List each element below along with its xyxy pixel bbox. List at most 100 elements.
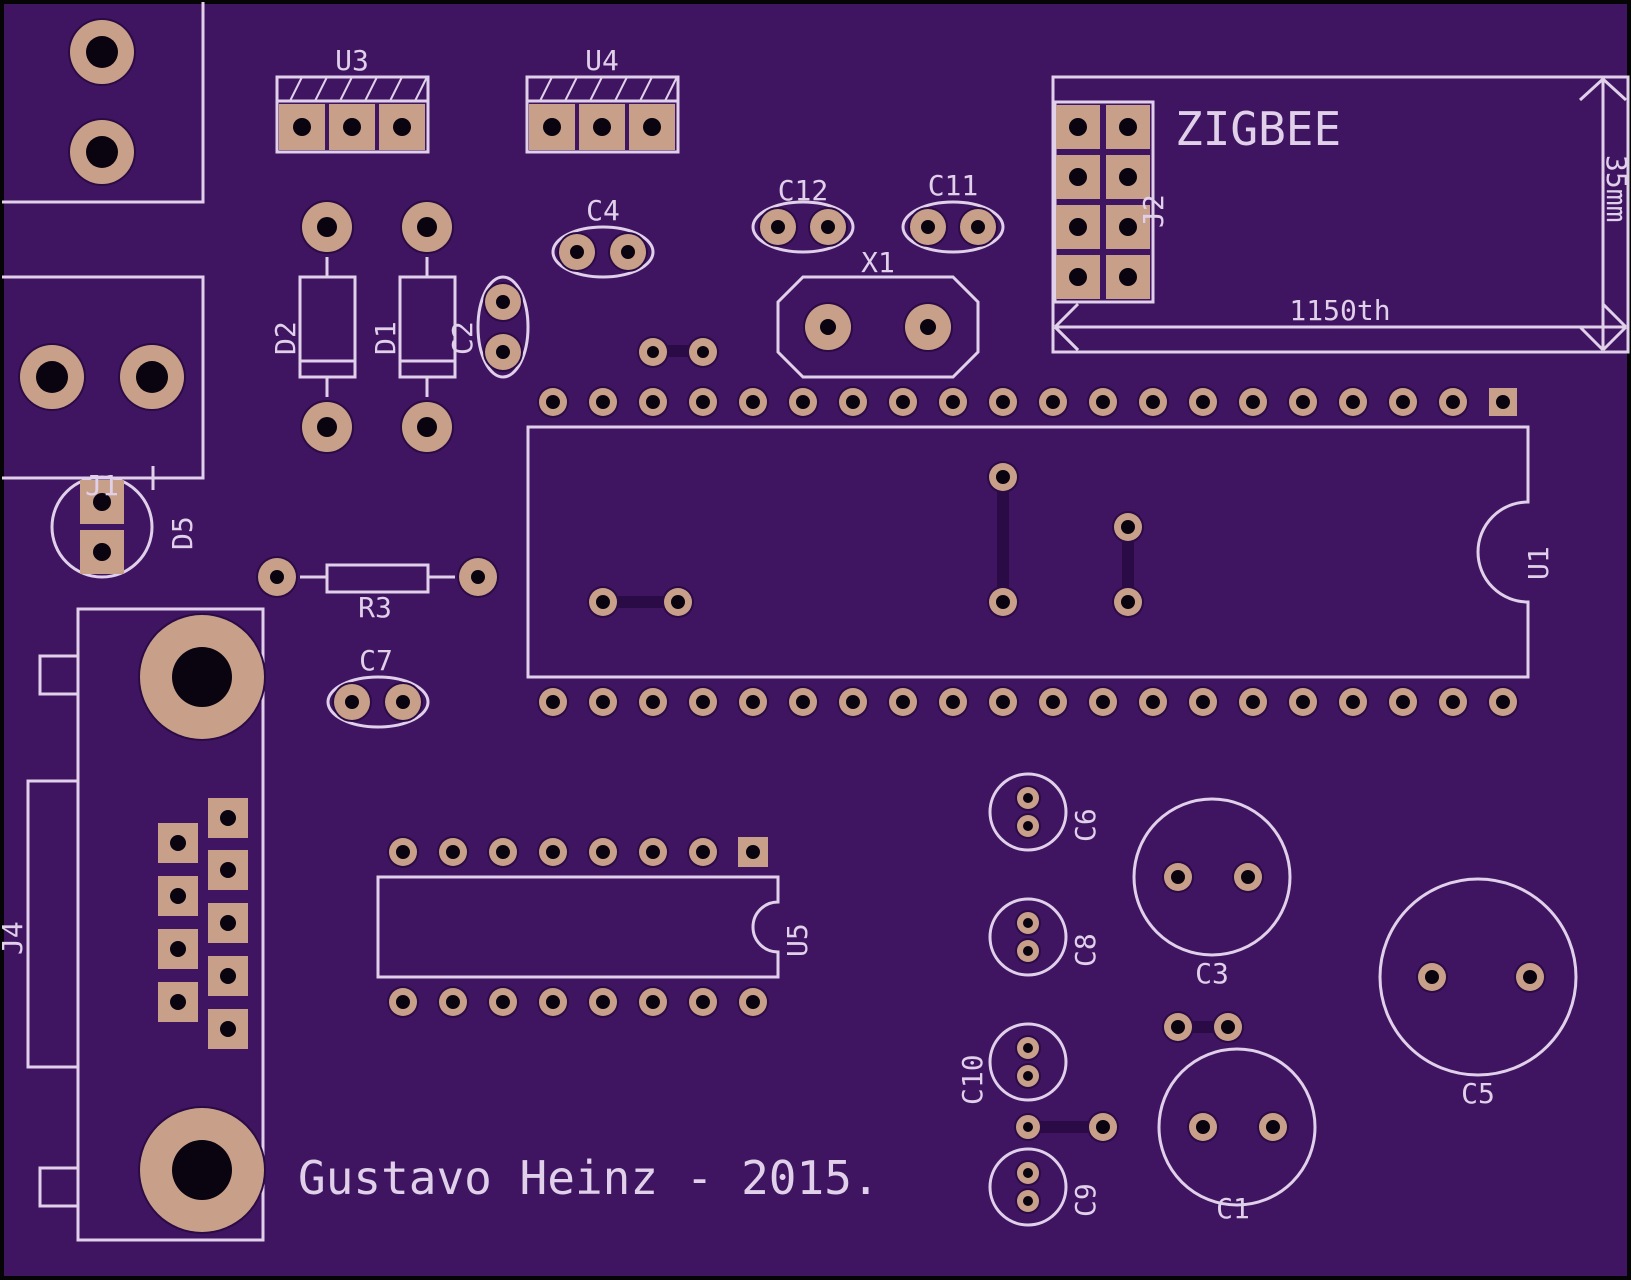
drill-hole (172, 1140, 232, 1200)
drill-hole (293, 118, 311, 136)
label-j4: J4 (0, 921, 29, 955)
drill-hole (796, 695, 810, 709)
drill-hole (1023, 1071, 1033, 1081)
drill-hole (136, 361, 168, 393)
dim-arrow (1601, 325, 1628, 352)
label-c10: C10 (956, 1054, 989, 1105)
dim-arrow (1578, 76, 1628, 102)
c8-outline (988, 897, 1068, 977)
drill-hole (596, 995, 610, 1009)
drill-hole (643, 118, 661, 136)
drill-hole (1023, 821, 1033, 831)
drill-hole (317, 417, 337, 437)
label-c3: C3 (1195, 957, 1229, 990)
drill-hole (971, 220, 985, 234)
drill-hole (86, 36, 118, 68)
u1-outline (526, 425, 1530, 679)
drill-hole (820, 319, 836, 335)
drill-hole (546, 995, 560, 1009)
drill-hole (317, 217, 337, 237)
drill-hole (920, 319, 936, 335)
silkscreen-outlines (2, 2, 1630, 1242)
drill-hole (1023, 918, 1033, 928)
drill-hole (647, 346, 659, 358)
drill-hole (1296, 695, 1310, 709)
drill-hole (996, 695, 1010, 709)
drill-hole (696, 695, 710, 709)
drill-hole (846, 395, 860, 409)
drill-hole (1023, 1196, 1033, 1206)
drill-hole (946, 395, 960, 409)
drill-hole (596, 695, 610, 709)
c5-outline (1378, 877, 1578, 1077)
label-u4: U4 (585, 44, 619, 77)
drill-hole (596, 395, 610, 409)
drill-hole (1023, 946, 1033, 956)
drill-hole (1119, 118, 1137, 136)
dim-arrow (1053, 302, 1080, 329)
drill-hole (1096, 1120, 1110, 1134)
drill-hole (170, 888, 186, 904)
label-c4: C4 (586, 194, 620, 227)
drill-hole (220, 915, 236, 931)
drill-hole (821, 220, 835, 234)
drill-hole (1146, 695, 1160, 709)
label-u1: U1 (1522, 546, 1555, 580)
j4-shell (26, 779, 80, 1069)
drill-hole (170, 835, 186, 851)
drill-hole (93, 493, 111, 511)
drill-hole (446, 995, 460, 1009)
drill-hole (1496, 695, 1510, 709)
drill-hole (696, 395, 710, 409)
drill-hole (170, 941, 186, 957)
c10-outline (988, 1022, 1068, 1102)
drill-hole (1023, 1043, 1033, 1053)
drill-hole (1446, 695, 1460, 709)
drill-hole (496, 345, 510, 359)
drill-hole (996, 470, 1010, 484)
drill-hole (1246, 695, 1260, 709)
drill-hole (696, 845, 710, 859)
zigbee-outline (1051, 75, 1630, 354)
j4-tab (38, 654, 80, 696)
label-c5: C5 (1461, 1077, 1495, 1110)
dim-arrow (1578, 325, 1605, 352)
drill-hole (417, 417, 437, 437)
c9-outline (988, 1147, 1068, 1227)
drill-hole (697, 346, 709, 358)
label-d2: D2 (269, 321, 302, 355)
drill-hole (546, 695, 560, 709)
drill-hole (1396, 395, 1410, 409)
label-c11: C11 (928, 169, 979, 202)
u5-outline (376, 875, 780, 979)
u3-outline (275, 75, 430, 154)
j1-outline (50, 475, 154, 579)
label-c2: C2 (446, 321, 479, 355)
drill-hole (1023, 1122, 1033, 1132)
label-r3: R3 (358, 591, 392, 624)
c2-outline (476, 275, 530, 379)
drill-hole (1266, 1120, 1280, 1134)
drill-hole (1046, 395, 1060, 409)
label-u3: U3 (335, 44, 369, 77)
label-d1: D1 (369, 321, 402, 355)
drill-hole (345, 695, 359, 709)
drill-hole (1523, 970, 1537, 984)
drill-hole (646, 845, 660, 859)
drill-hole (417, 217, 437, 237)
c7-outline (326, 675, 430, 729)
c4-outline (551, 225, 655, 279)
connector-outline-top (2, 2, 205, 204)
drill-hole (1346, 395, 1360, 409)
c3-outline (1132, 797, 1292, 957)
drill-hole (746, 845, 760, 859)
drill-hole (496, 295, 510, 309)
label-c6: C6 (1069, 808, 1102, 842)
x1-outline (776, 275, 980, 379)
drill-hole (593, 118, 611, 136)
label-side: 35mm (1600, 155, 1631, 222)
drill-hole (671, 595, 685, 609)
label-zigbee: ZIGBEE (1175, 102, 1341, 156)
label-d5: D5 (166, 516, 199, 550)
